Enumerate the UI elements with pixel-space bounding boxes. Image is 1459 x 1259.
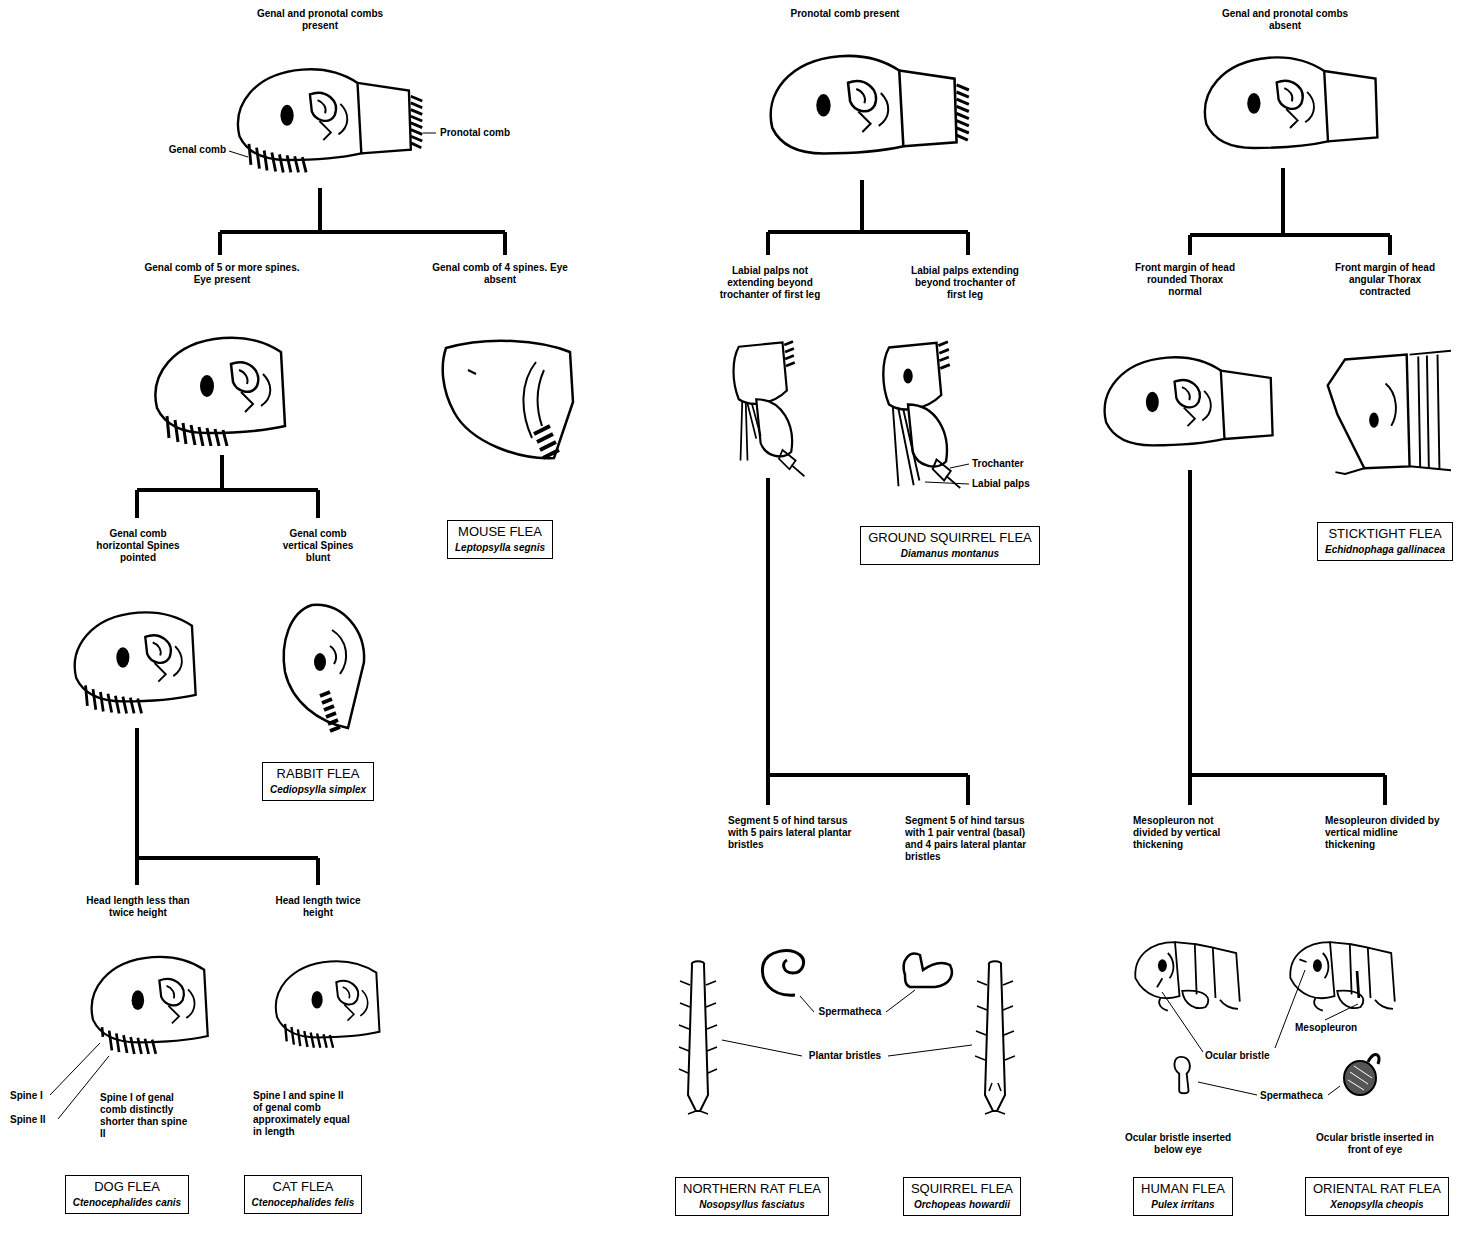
common-name: HUMAN FLEA — [1141, 1181, 1225, 1197]
common-name: MOUSE FLEA — [455, 524, 545, 540]
column-heading: Genal and pronotal combs present — [255, 8, 385, 32]
flea-head-figure — [92, 957, 208, 1054]
scientific-name: Ctenocephalides felis — [252, 1197, 355, 1209]
key-couplet: Genal comb of 4 spines. Eye absent — [415, 262, 585, 286]
key-couplet: Segment 5 of hind tarsus with 5 pairs la… — [728, 815, 853, 851]
key-couplet: Spine I of genal comb distinctly shorter… — [100, 1092, 195, 1140]
flea-head-figure — [1328, 351, 1451, 474]
flea-head-figure — [276, 961, 380, 1048]
key-couplet: Genal comb of 5 or more spines. Eye pres… — [137, 262, 307, 286]
key-couplet: Front margin of head angular Thorax cont… — [1325, 262, 1445, 298]
key-couplet: Labial palps extending beyond trochanter… — [905, 265, 1025, 301]
species-box: ORIENTAL RAT FLEA Xenopsylla cheopis — [1305, 1177, 1449, 1216]
key-couplet: Genal comb vertical Spines blunt — [273, 528, 363, 564]
common-name: NORTHERN RAT FLEA — [683, 1181, 821, 1197]
flea-body-figure — [1290, 942, 1395, 1010]
spermatheca-figure — [1174, 1057, 1189, 1093]
flea-head-figure — [75, 612, 196, 713]
part-label: Labial palps — [972, 478, 1042, 490]
common-name: ORIENTAL RAT FLEA — [1313, 1181, 1441, 1197]
scientific-name: Diamanus montanus — [868, 548, 1032, 560]
species-box: DOG FLEA Ctenocephalides canis — [65, 1175, 189, 1214]
key-couplet: Ocular bristle inserted in front of eye — [1305, 1132, 1445, 1156]
part-label: Spermatheca — [810, 1006, 890, 1018]
common-name: SQUIRREL FLEA — [911, 1181, 1013, 1197]
flea-head-figure — [1205, 57, 1377, 148]
spermatheca-figure — [762, 951, 803, 995]
flea-head-figure — [443, 341, 573, 458]
species-box: CAT FLEA Ctenocephalides felis — [244, 1175, 363, 1214]
key-couplet: Front margin of head rounded Thorax norm… — [1130, 262, 1240, 298]
tarsus-figure — [975, 961, 1015, 1114]
part-label: Spine I — [10, 1090, 50, 1102]
key-couplet: Labial palps not extending beyond trocha… — [710, 265, 830, 301]
species-box: SQUIRREL FLEA Orchopeas howardii — [903, 1177, 1021, 1216]
scientific-name: Echidnophaga gallinacea — [1325, 544, 1445, 556]
scientific-name: Leptopsylla segnis — [455, 542, 545, 554]
column-heading: Genal and pronotal combs absent — [1220, 8, 1350, 32]
key-couplet: Mesopleuron not divided by vertical thic… — [1133, 815, 1251, 851]
common-name: RABBIT FLEA — [270, 766, 366, 782]
scientific-name: Xenopsylla cheopis — [1313, 1199, 1441, 1211]
scientific-name: Orchopeas howardii — [911, 1199, 1013, 1211]
flea-head-figure — [238, 69, 422, 172]
scientific-name: Ctenocephalides canis — [73, 1197, 181, 1209]
scientific-name: Cediopsylla simplex — [270, 784, 366, 796]
part-label: Mesopleuron — [1295, 1022, 1375, 1034]
part-label: Ocular bristle — [1205, 1050, 1285, 1062]
palp-figure — [734, 342, 805, 477]
part-label: Trochanter — [972, 458, 1042, 470]
common-name: GROUND SQUIRREL FLEA — [868, 530, 1032, 546]
key-couplet: Head length twice height — [268, 895, 368, 919]
part-label: Spermatheca — [1260, 1090, 1340, 1102]
spermatheca-figure — [1344, 1055, 1379, 1095]
flea-head-figure — [155, 338, 285, 446]
column-heading: Pronotal comb present — [790, 8, 900, 20]
scientific-name: Pulex irritans — [1141, 1199, 1225, 1211]
flea-head-figure — [1105, 357, 1273, 445]
key-couplet: Head length less than twice height — [78, 895, 198, 919]
part-label: Pronotal comb — [440, 127, 530, 139]
part-label: Spine II — [10, 1114, 56, 1126]
key-couplet: Segment 5 of hind tarsus with 1 pair ven… — [905, 815, 1033, 863]
species-box: MOUSE FLEA Leptopsylla segnis — [447, 520, 553, 559]
key-couplet: Genal comb horizontal Spines pointed — [88, 528, 188, 564]
species-box: RABBIT FLEA Cediopsylla simplex — [262, 762, 374, 801]
key-couplet: Spine I and spine II of genal comb appro… — [253, 1090, 353, 1138]
key-couplet: Ocular bristle inserted below eye — [1123, 1132, 1233, 1156]
leader-lines — [50, 133, 1358, 1119]
flea-head-figure — [284, 605, 364, 731]
common-name: CAT FLEA — [252, 1179, 355, 1195]
species-box: STICKTIGHT FLEA Echidnophaga gallinacea — [1317, 522, 1453, 561]
part-label: Plantar bristles — [800, 1050, 890, 1062]
common-name: STICKTIGHT FLEA — [1325, 526, 1445, 542]
spermatheca-figure — [904, 954, 952, 987]
flea-body-figure — [1135, 942, 1240, 1010]
scientific-name: Nosopsyllus fasciatus — [683, 1199, 821, 1211]
key-couplet: Mesopleuron divided by vertical midline … — [1325, 815, 1447, 851]
tarsus-figure — [679, 961, 717, 1114]
key-brackets — [137, 168, 1390, 885]
species-box: GROUND SQUIRREL FLEA Diamanus montanus — [860, 526, 1040, 565]
flea-head-figure — [771, 56, 969, 154]
palp-figure — [883, 342, 960, 488]
common-name: DOG FLEA — [73, 1179, 181, 1195]
species-box: NORTHERN RAT FLEA Nosopsyllus fasciatus — [675, 1177, 829, 1216]
part-label: Genal comb — [150, 144, 226, 156]
species-box: HUMAN FLEA Pulex irritans — [1133, 1177, 1233, 1216]
